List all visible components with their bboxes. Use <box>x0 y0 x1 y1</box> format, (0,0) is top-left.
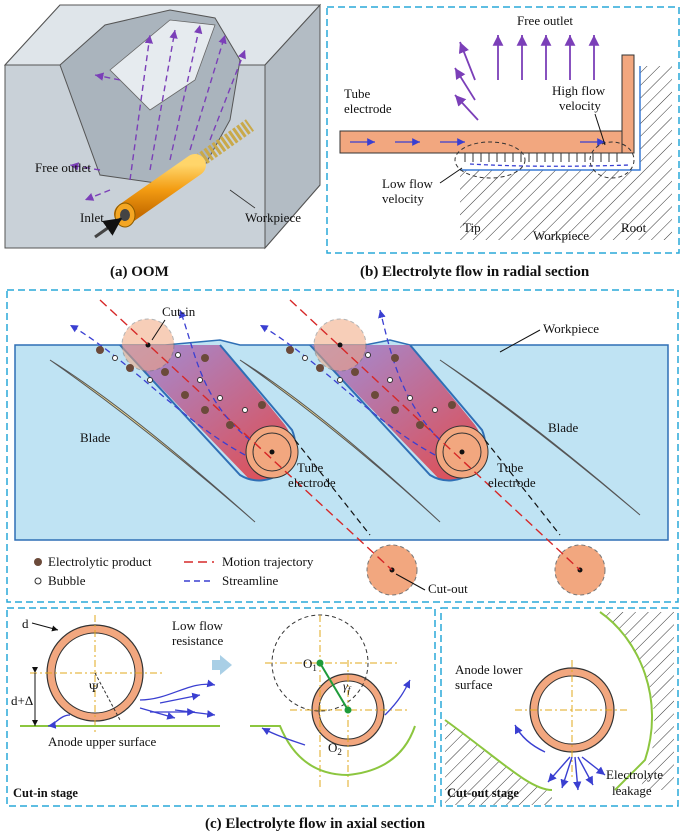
caption-c: (c) Electrolyte flow in axial section <box>205 816 426 832</box>
panel-c-cut-out: Anode lower surface Electrolyte leakage … <box>440 607 679 807</box>
frame-c-top <box>6 289 679 603</box>
label-electrolyte-leakage-1: Electrolyte <box>606 767 663 782</box>
legend-motion-trajectory: Motion trajectory <box>222 554 314 569</box>
label-tube-electrode-c2-2: electrode <box>488 475 536 490</box>
legend: Electrolytic product Bubble Motion traje… <box>34 554 314 588</box>
label-cut-out-stage: Cut-out stage <box>447 786 519 800</box>
particles <box>96 346 456 429</box>
label-anode-upper: Anode upper surface <box>48 734 157 749</box>
label-blade-left: Blade <box>80 430 111 445</box>
panel-a: Free outlet Inlet Workpiece (a) OOM <box>3 3 322 280</box>
label-d: d <box>22 616 29 631</box>
label-tube-electrode-c2-1: Tube <box>497 460 523 475</box>
label-high-flow-1: High flow <box>552 83 606 98</box>
legend-bubble-icon <box>34 577 42 585</box>
panel-c-cut-in: d d+Δ Ψ Low flow resistance Anode upper … <box>6 607 436 807</box>
inlet-arrow <box>94 216 123 239</box>
label-low-flow-2: velocity <box>382 191 424 206</box>
label-anode-lower-2: surface <box>455 677 493 692</box>
legend-streamline: Streamline <box>222 573 279 588</box>
frame-c-right <box>440 607 679 807</box>
blade-left <box>49 359 256 523</box>
blade-right <box>439 359 641 516</box>
label-o1: O1 <box>303 656 317 673</box>
label-workpiece-c: Workpiece <box>543 321 599 336</box>
tube-electrode-3d <box>114 119 255 228</box>
label-anode-lower-1: Anode lower <box>455 662 523 677</box>
label-gamma-f: γf <box>343 679 352 695</box>
label-free-outlet-b: Free outlet <box>517 13 573 28</box>
label-low-flow-resistance-1: Low flow <box>172 618 224 633</box>
legend-product-icon <box>34 558 42 566</box>
label-root: Root <box>621 220 647 235</box>
label-tube-electrode-c1-2: electrode <box>288 475 336 490</box>
label-o2: O2 <box>328 740 342 757</box>
label-cut-in: Cut-in <box>162 304 196 319</box>
label-inlet: Inlet <box>80 210 104 225</box>
label-high-flow-2: velocity <box>559 98 601 113</box>
label-cut-out: Cut-out <box>428 581 468 596</box>
label-psi: Ψ <box>89 680 99 695</box>
label-tube-electrode-c1-1: Tube <box>297 460 323 475</box>
frame-c-left <box>6 607 436 807</box>
label-d-delta: d+Δ <box>11 693 33 708</box>
legend-bubble: Bubble <box>48 573 86 588</box>
label-free-outlet-a: Free outlet <box>35 160 91 175</box>
label-low-flow-1: Low flow <box>382 176 434 191</box>
label-workpiece-a: Workpiece <box>245 210 301 225</box>
caption-a: (a) OOM <box>110 264 169 280</box>
panel-b: Free outlet Tube electrode High flow vel… <box>326 6 680 280</box>
label-low-flow-resistance-2: resistance <box>172 633 223 648</box>
label-tube-electrode-b-1: Tube <box>344 86 370 101</box>
frame-b <box>326 6 680 254</box>
label-electrolyte-leakage-2: leakage <box>612 783 652 798</box>
label-blade-right: Blade <box>548 420 579 435</box>
label-tube-electrode-b-2: electrode <box>344 101 392 116</box>
label-cut-in-stage: Cut-in stage <box>13 786 78 800</box>
label-tip: Tip <box>463 220 481 235</box>
caption-b: (b) Electrolyte flow in radial section <box>360 264 590 280</box>
panel-c-top: Cut-in Workpiece Blade Blade Tube electr… <box>6 289 679 603</box>
label-workpiece-b: Workpiece <box>533 228 589 243</box>
legend-electrolytic-product: Electrolytic product <box>48 554 152 569</box>
